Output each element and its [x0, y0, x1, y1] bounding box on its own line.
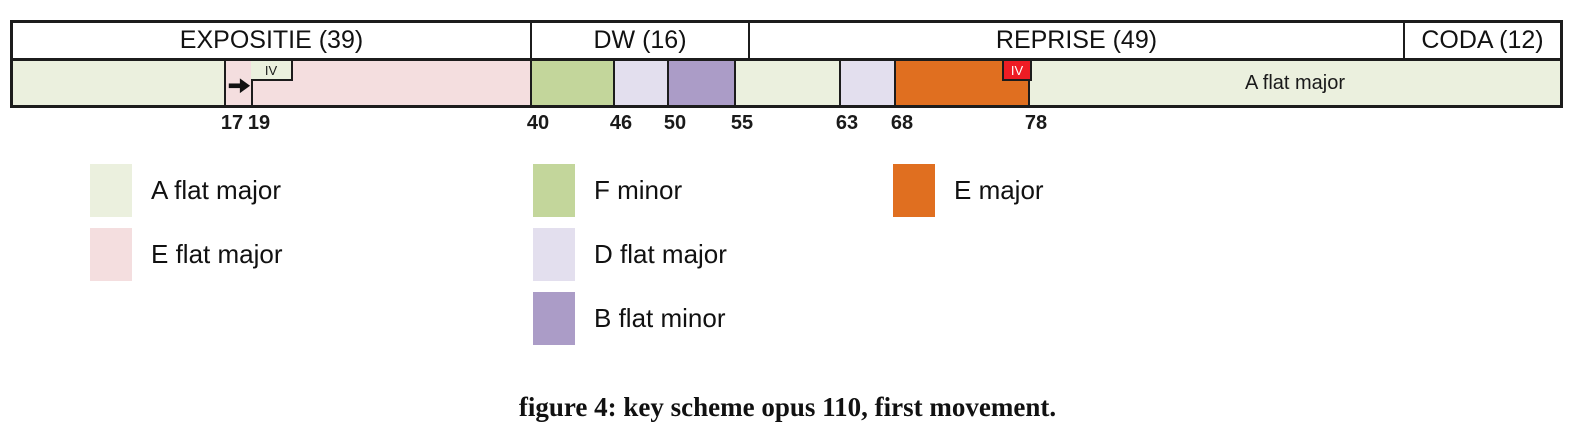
legend-item-label: E flat major [151, 239, 283, 269]
key-segment [251, 61, 530, 105]
section-label: CODA (12) [1403, 23, 1560, 58]
measure-tick: 19 [247, 112, 271, 134]
measure-tick: 17 [220, 112, 244, 134]
section-label: EXPOSITIE (39) [13, 23, 530, 58]
legend-item: E flat major [90, 228, 283, 281]
legend-item-label: F minor [594, 175, 683, 205]
measure-tick: 63 [835, 112, 859, 134]
legend-color-swatch [533, 164, 575, 217]
legend-color-swatch [90, 164, 132, 217]
key-segment [530, 61, 613, 105]
legend-item: E major [893, 164, 1044, 217]
key-segment: A flat major [1028, 61, 1560, 105]
key-segment [224, 61, 251, 105]
legend-item: F minor [533, 164, 682, 217]
legend-item-label: E major [954, 175, 1044, 205]
key-segment-label: A flat major [1244, 71, 1346, 94]
figure-caption: figure 4: key scheme opus 110, first mov… [518, 392, 1057, 422]
measure-tick: 55 [730, 112, 754, 134]
key-segment [839, 61, 894, 105]
key-segment [734, 61, 839, 105]
legend-item: D flat major [533, 228, 727, 281]
legend-item-label: A flat major [151, 175, 282, 205]
key-segment [613, 61, 667, 105]
section-header-row: EXPOSITIE (39)DW (16)REPRISE (49)CODA (1… [13, 23, 1560, 61]
key-segment [13, 61, 224, 105]
legend-item: A flat major [90, 164, 281, 217]
legend-item: B flat minor [533, 292, 726, 345]
legend-item-label: D flat major [594, 239, 727, 269]
modulation-arrow-icon [228, 78, 251, 94]
key-segment [667, 61, 734, 105]
legend-color-swatch [533, 292, 575, 345]
section-label: DW (16) [530, 23, 748, 58]
key-scheme-chart: EXPOSITIE (39)DW (16)REPRISE (49)CODA (1… [10, 20, 1563, 108]
measure-tick: 40 [526, 112, 550, 134]
subdominant-iv-badge: IV [1002, 61, 1032, 81]
key-bar-row: A flat major IV IV [13, 61, 1560, 105]
legend-color-swatch [533, 228, 575, 281]
legend-item-label: B flat minor [594, 303, 726, 333]
measure-tick: 50 [663, 112, 687, 134]
legend-color-swatch [90, 228, 132, 281]
legend-color-swatch [893, 164, 935, 217]
subdominant-iv-box: IV [251, 61, 293, 81]
measure-tick: 78 [1024, 112, 1048, 134]
measure-tick: 68 [890, 112, 914, 134]
section-label: REPRISE (49) [748, 23, 1403, 58]
measure-tick: 46 [609, 112, 633, 134]
